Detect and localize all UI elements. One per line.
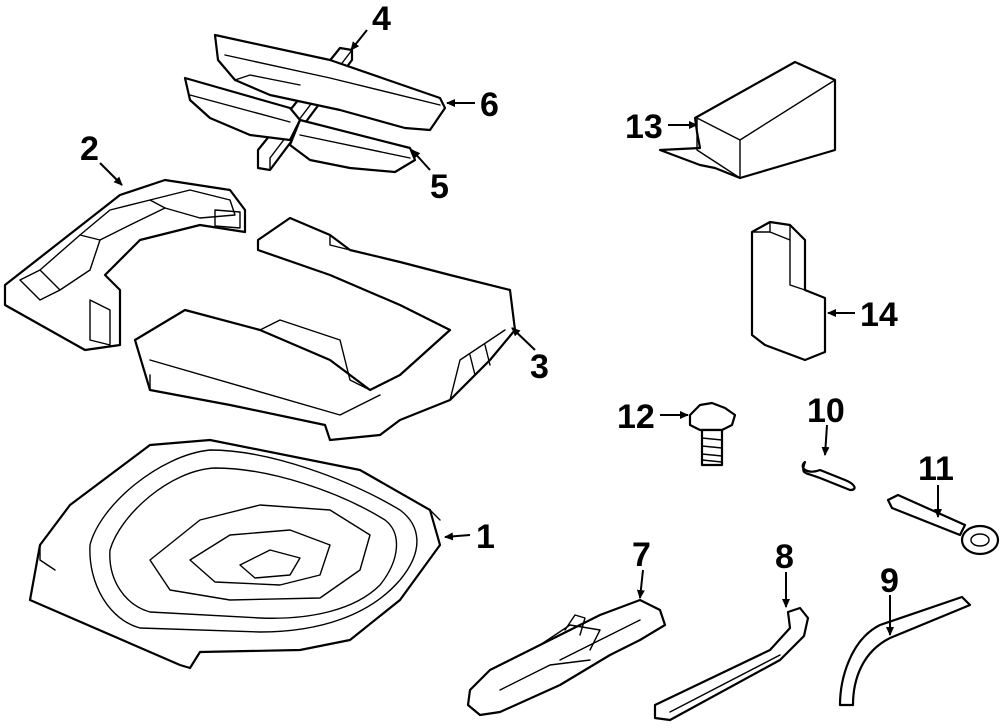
callout-3: 3 [530,348,549,386]
callout-11: 11 [918,450,954,488]
callout-2: 2 [80,130,99,168]
part-7-scissor-jack [466,598,667,717]
callout-4: 4 [372,0,391,38]
part-3-floor-cover [133,216,517,442]
callout-5: 5 [430,168,449,206]
callout-1: 1 [476,518,495,556]
leader-lines [99,29,942,636]
part-10-clip [801,460,856,492]
callout-7: 7 [632,536,651,574]
callout-8: 8 [775,538,794,576]
callout-labels: 1 2 3 4 5 6 7 8 9 10 11 12 13 14 [80,0,954,600]
part-13-foam-block [658,60,837,180]
callout-6: 6 [480,86,499,124]
part-8-jack-handle [653,606,810,722]
part-5-front-bin [288,118,417,174]
part-12-hold-down-knob [688,401,737,467]
part-9-extension-bar [838,595,972,707]
part-1-floor-pan [28,438,442,670]
callout-12: 12 [617,398,655,436]
callout-14: 14 [860,296,898,334]
part-2-storage-tray [3,178,247,352]
part-11-tow-eye [886,493,1000,556]
callout-10: 10 [807,392,845,430]
part-6-rear-bin [183,33,447,142]
callout-13: 13 [625,108,663,146]
part-14-foam-insert [750,220,827,362]
callout-9: 9 [880,562,899,600]
